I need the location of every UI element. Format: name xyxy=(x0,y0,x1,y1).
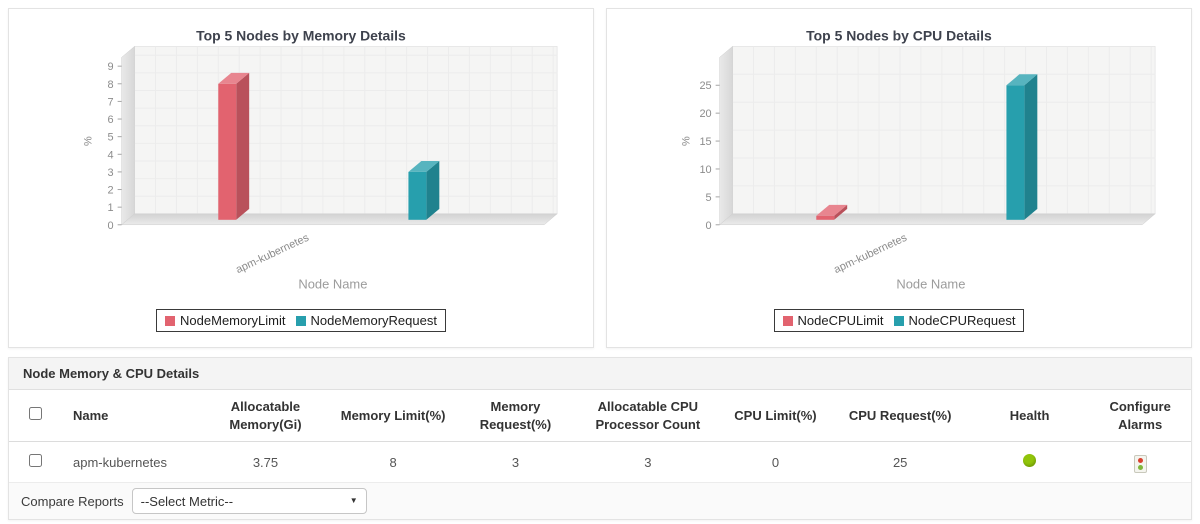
legend-item: NodeMemoryRequest xyxy=(295,313,437,328)
y-tick-label: 15 xyxy=(699,136,711,148)
allocatable-cpu-cell: 3 xyxy=(575,441,721,484)
bar xyxy=(1005,85,1024,220)
column-header: CPU Request(%) xyxy=(830,390,970,443)
x-axis-title: Node Name xyxy=(896,277,965,292)
y-tick-label: 5 xyxy=(107,132,113,144)
bar-side xyxy=(235,72,249,220)
column-header: Memory Limit(%) xyxy=(330,390,456,443)
y-tick-label: 10 xyxy=(699,164,711,176)
select-all-checkbox[interactable] xyxy=(28,406,42,420)
cpu-request-cell: 25 xyxy=(830,441,970,484)
health-cell xyxy=(969,441,1090,484)
memory-limit-cell: 8 xyxy=(330,441,456,484)
y-tick-label: 20 xyxy=(699,108,711,120)
bar-side xyxy=(1023,74,1037,220)
y-tick-label: 0 xyxy=(107,220,113,232)
legend-swatch-icon xyxy=(782,315,793,326)
y-tick-label: 9 xyxy=(107,61,113,73)
bar-side xyxy=(833,204,847,220)
cpu-chart: Top 5 Nodes by CPU Details 0 5 10 15 20 25% apm… xyxy=(680,27,1156,292)
column-header: Name xyxy=(61,390,201,443)
y-tick-label: 0 xyxy=(705,220,711,232)
cpu-limit-cell: 0 xyxy=(720,441,831,484)
bar-top xyxy=(1005,74,1037,86)
category-label: apm-kubernetes xyxy=(234,232,311,277)
column-header: Health xyxy=(969,390,1090,443)
node-name-cell: apm-kubernetes xyxy=(61,441,201,484)
y-tick-label: 2 xyxy=(107,185,113,197)
metric-select[interactable]: --Select Metric-- xyxy=(131,488,367,515)
configure-alarms-cell xyxy=(1089,441,1191,484)
legend-label: NodeMemoryLimit xyxy=(180,313,286,328)
bar-side xyxy=(425,160,439,220)
chart-3d-floor xyxy=(120,213,558,226)
select-all-header xyxy=(9,390,61,443)
bar-top xyxy=(407,160,439,172)
table-title: Node Memory & CPU Details xyxy=(9,358,1191,390)
y-tick-label: 5 xyxy=(705,192,711,204)
y-tick-label: 4 xyxy=(107,149,113,161)
y-tick-label: 1 xyxy=(107,202,113,214)
cpu-chart-legend: NodeCPULimit NodeCPURequest xyxy=(773,309,1025,332)
chart-3d-wall xyxy=(718,45,733,226)
legend-label: NodeCPURequest xyxy=(908,313,1016,328)
legend-swatch-icon xyxy=(165,315,176,326)
metric-select-wrap: --Select Metric-- ▼ xyxy=(131,488,367,515)
y-tick-label: 7 xyxy=(107,96,113,108)
column-header: Memory Request(%) xyxy=(455,390,576,443)
legend-item: NodeCPURequest xyxy=(893,313,1016,328)
chart-3d-wall xyxy=(120,45,135,226)
memory-request-cell: 3 xyxy=(455,441,576,484)
memory-chart-panel: Top 5 Nodes by Memory Details 0 1 2 3 4 5 6 7 8 9%… xyxy=(8,8,594,348)
legend-item: NodeMemoryLimit xyxy=(165,313,286,328)
row-checkbox-cell xyxy=(9,441,61,484)
alarm-red-dot-icon xyxy=(1137,458,1143,464)
compare-reports-label: Compare Reports xyxy=(21,493,124,509)
row-checkbox[interactable] xyxy=(28,454,42,468)
category-label: apm-kubernetes xyxy=(832,232,909,277)
bar xyxy=(407,171,426,220)
legend-swatch-icon xyxy=(295,315,306,326)
memory-chart-legend: NodeMemoryLimit NodeMemoryRequest xyxy=(156,309,446,332)
configure-alarms-icon[interactable] xyxy=(1133,455,1147,474)
legend-item: NodeCPULimit xyxy=(782,313,884,328)
column-header: Allocatable Memory(Gi) xyxy=(200,390,331,443)
y-tick-label: 25 xyxy=(699,80,711,92)
cpu-chart-panel: Top 5 Nodes by CPU Details 0 5 10 15 20 25% apm… xyxy=(606,8,1192,348)
chart-3d-floor xyxy=(718,213,1156,226)
legend-label: NodeCPULimit xyxy=(797,313,884,328)
x-axis-title: Node Name xyxy=(298,277,367,292)
memory-chart: Top 5 Nodes by Memory Details 0 1 2 3 4 5 6 7 8 9%… xyxy=(82,27,558,292)
alarm-green-dot-icon xyxy=(1137,465,1143,471)
allocatable-memory-cell: 3.75 xyxy=(200,441,331,484)
bar xyxy=(815,215,834,220)
legend-label: NodeMemoryRequest xyxy=(310,313,437,328)
bar-top xyxy=(815,204,847,216)
y-tick-label: 6 xyxy=(107,114,113,126)
y-axis-title: % xyxy=(82,136,94,146)
column-header: CPU Limit(%) xyxy=(720,390,831,443)
y-tick-label: 3 xyxy=(107,167,113,179)
chart-title: Top 5 Nodes by CPU Details xyxy=(806,27,992,43)
y-axis-title: % xyxy=(680,136,692,146)
health-status-icon xyxy=(1023,454,1037,468)
column-header: Allocatable CPU Processor Count xyxy=(575,390,721,443)
table-row[interactable]: apm-kubernetes 3.75 8 3 3 0 25 xyxy=(9,441,1191,484)
bar-top xyxy=(217,72,249,84)
y-tick-label: 8 xyxy=(107,79,113,91)
legend-swatch-icon xyxy=(893,315,904,326)
bar xyxy=(217,83,236,220)
charts-row: Top 5 Nodes by Memory Details 0 1 2 3 4 5 6 7 8 9%… xyxy=(8,8,1192,348)
chart-title: Top 5 Nodes by Memory Details xyxy=(196,27,406,43)
table-footer: Compare Reports --Select Metric-- ▼ xyxy=(9,483,1191,520)
column-header: Configure Alarms xyxy=(1089,390,1191,443)
